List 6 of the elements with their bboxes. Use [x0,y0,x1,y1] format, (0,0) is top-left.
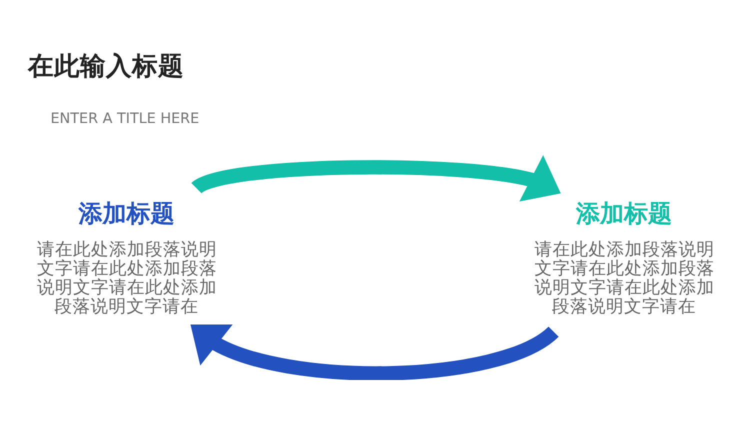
arrow [192,154,561,202]
arrow [190,324,558,380]
node-text: 添加标题 请在此处添加段落说明文字请在此处添加段落说明文字请在此处添加段落说明文字请在 [36,199,217,317]
node-text: 添加标题 请在此处添加段落说明文字请在此处添加段落说明文字请在此处添加段落说明文字请在 [534,199,714,317]
diagram-title: 在此输入标题 [28,51,184,82]
label: ENTER A TITLE HERE [50,110,200,127]
